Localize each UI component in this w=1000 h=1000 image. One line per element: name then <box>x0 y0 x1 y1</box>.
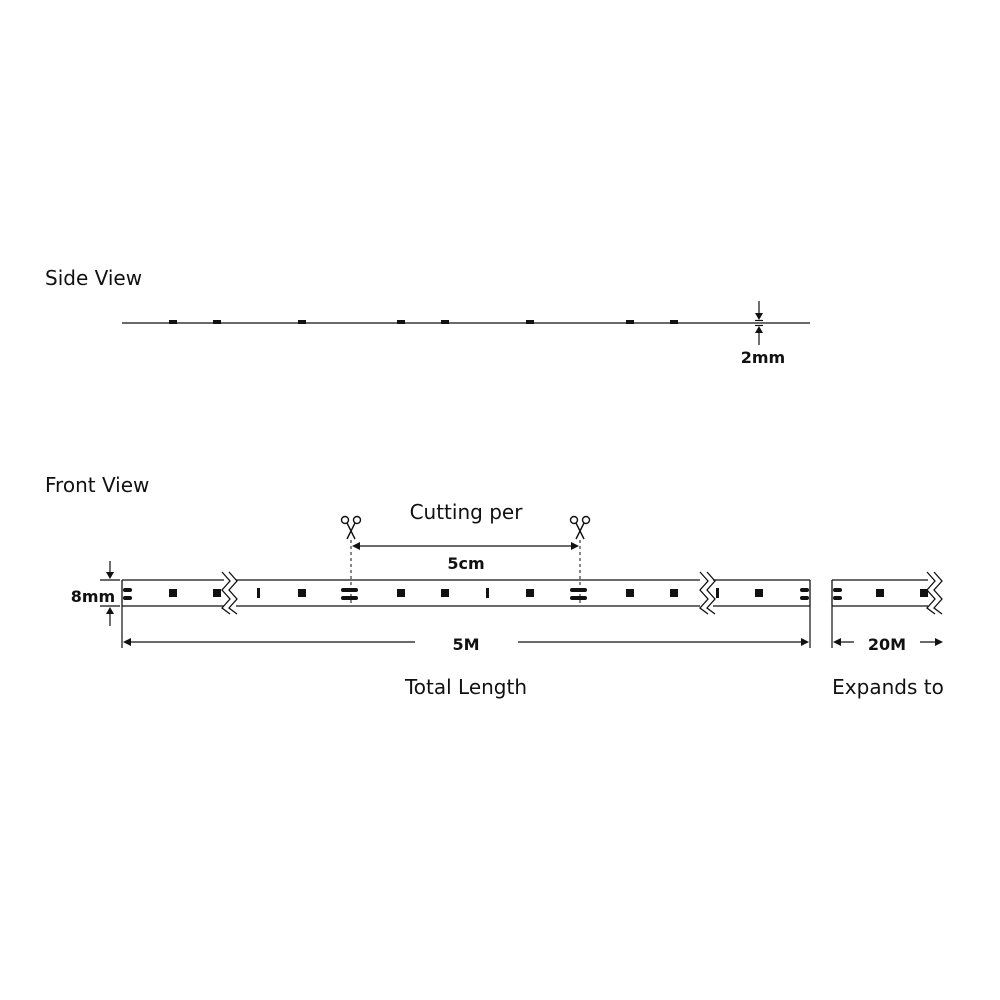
led-chip <box>526 589 534 597</box>
side-led <box>298 320 306 324</box>
cut-interval-label: 5cm <box>447 554 484 573</box>
expansion-strip <box>831 571 943 615</box>
side-led <box>213 320 221 324</box>
led-chip <box>876 589 884 597</box>
led-chip <box>298 589 306 597</box>
expansion-dimension <box>831 606 943 648</box>
led-chip <box>670 589 678 597</box>
side-led <box>526 320 534 324</box>
led-chip <box>626 589 634 597</box>
led-chip <box>755 589 763 597</box>
thickness-label: 2mm <box>741 348 785 367</box>
led-chip <box>441 589 449 597</box>
cut-lines <box>350 540 581 606</box>
side-led <box>169 320 177 324</box>
solder-pad <box>570 596 587 600</box>
break-symbol <box>221 571 238 615</box>
side-view: Side View 2mm <box>45 266 810 367</box>
resistor <box>716 588 719 598</box>
width-dimension <box>100 561 120 626</box>
solder-pad <box>123 596 132 600</box>
total-length-value: 5M <box>452 635 479 654</box>
thickness-dimension <box>755 301 763 345</box>
led-chip <box>397 589 405 597</box>
resistor <box>257 588 260 598</box>
solder-pad <box>123 588 132 592</box>
total-length-dimension <box>121 606 811 648</box>
side-led <box>441 320 449 324</box>
break-symbol <box>699 571 716 615</box>
solder-pad <box>341 588 358 592</box>
expansion-leds <box>833 588 928 600</box>
led-chip <box>213 589 221 597</box>
solder-pad <box>570 588 587 592</box>
solder-pad <box>341 596 358 600</box>
side-led <box>626 320 634 324</box>
resistor <box>486 588 489 598</box>
side-view-title: Side View <box>45 266 142 290</box>
side-led <box>670 320 678 324</box>
solder-pad <box>833 596 842 600</box>
front-leds <box>123 588 809 600</box>
solder-pad <box>800 596 809 600</box>
expansion-caption: Expands to <box>832 675 944 699</box>
side-view-leds <box>169 320 678 324</box>
led-chip <box>920 589 928 597</box>
solder-pad <box>833 588 842 592</box>
scissors-icon <box>569 515 591 540</box>
scissors-icon <box>340 515 362 540</box>
side-led <box>397 320 405 324</box>
total-length-caption: Total Length <box>404 675 527 699</box>
expansion-value: 20M <box>868 635 906 654</box>
front-view: Front View <box>45 473 944 699</box>
width-label: 8mm <box>71 587 115 606</box>
front-view-title: Front View <box>45 473 149 497</box>
cutting-label: Cutting per <box>410 500 524 524</box>
cut-interval-dimension <box>352 542 579 550</box>
led-chip <box>169 589 177 597</box>
front-strip <box>121 579 811 607</box>
solder-pad <box>800 588 809 592</box>
